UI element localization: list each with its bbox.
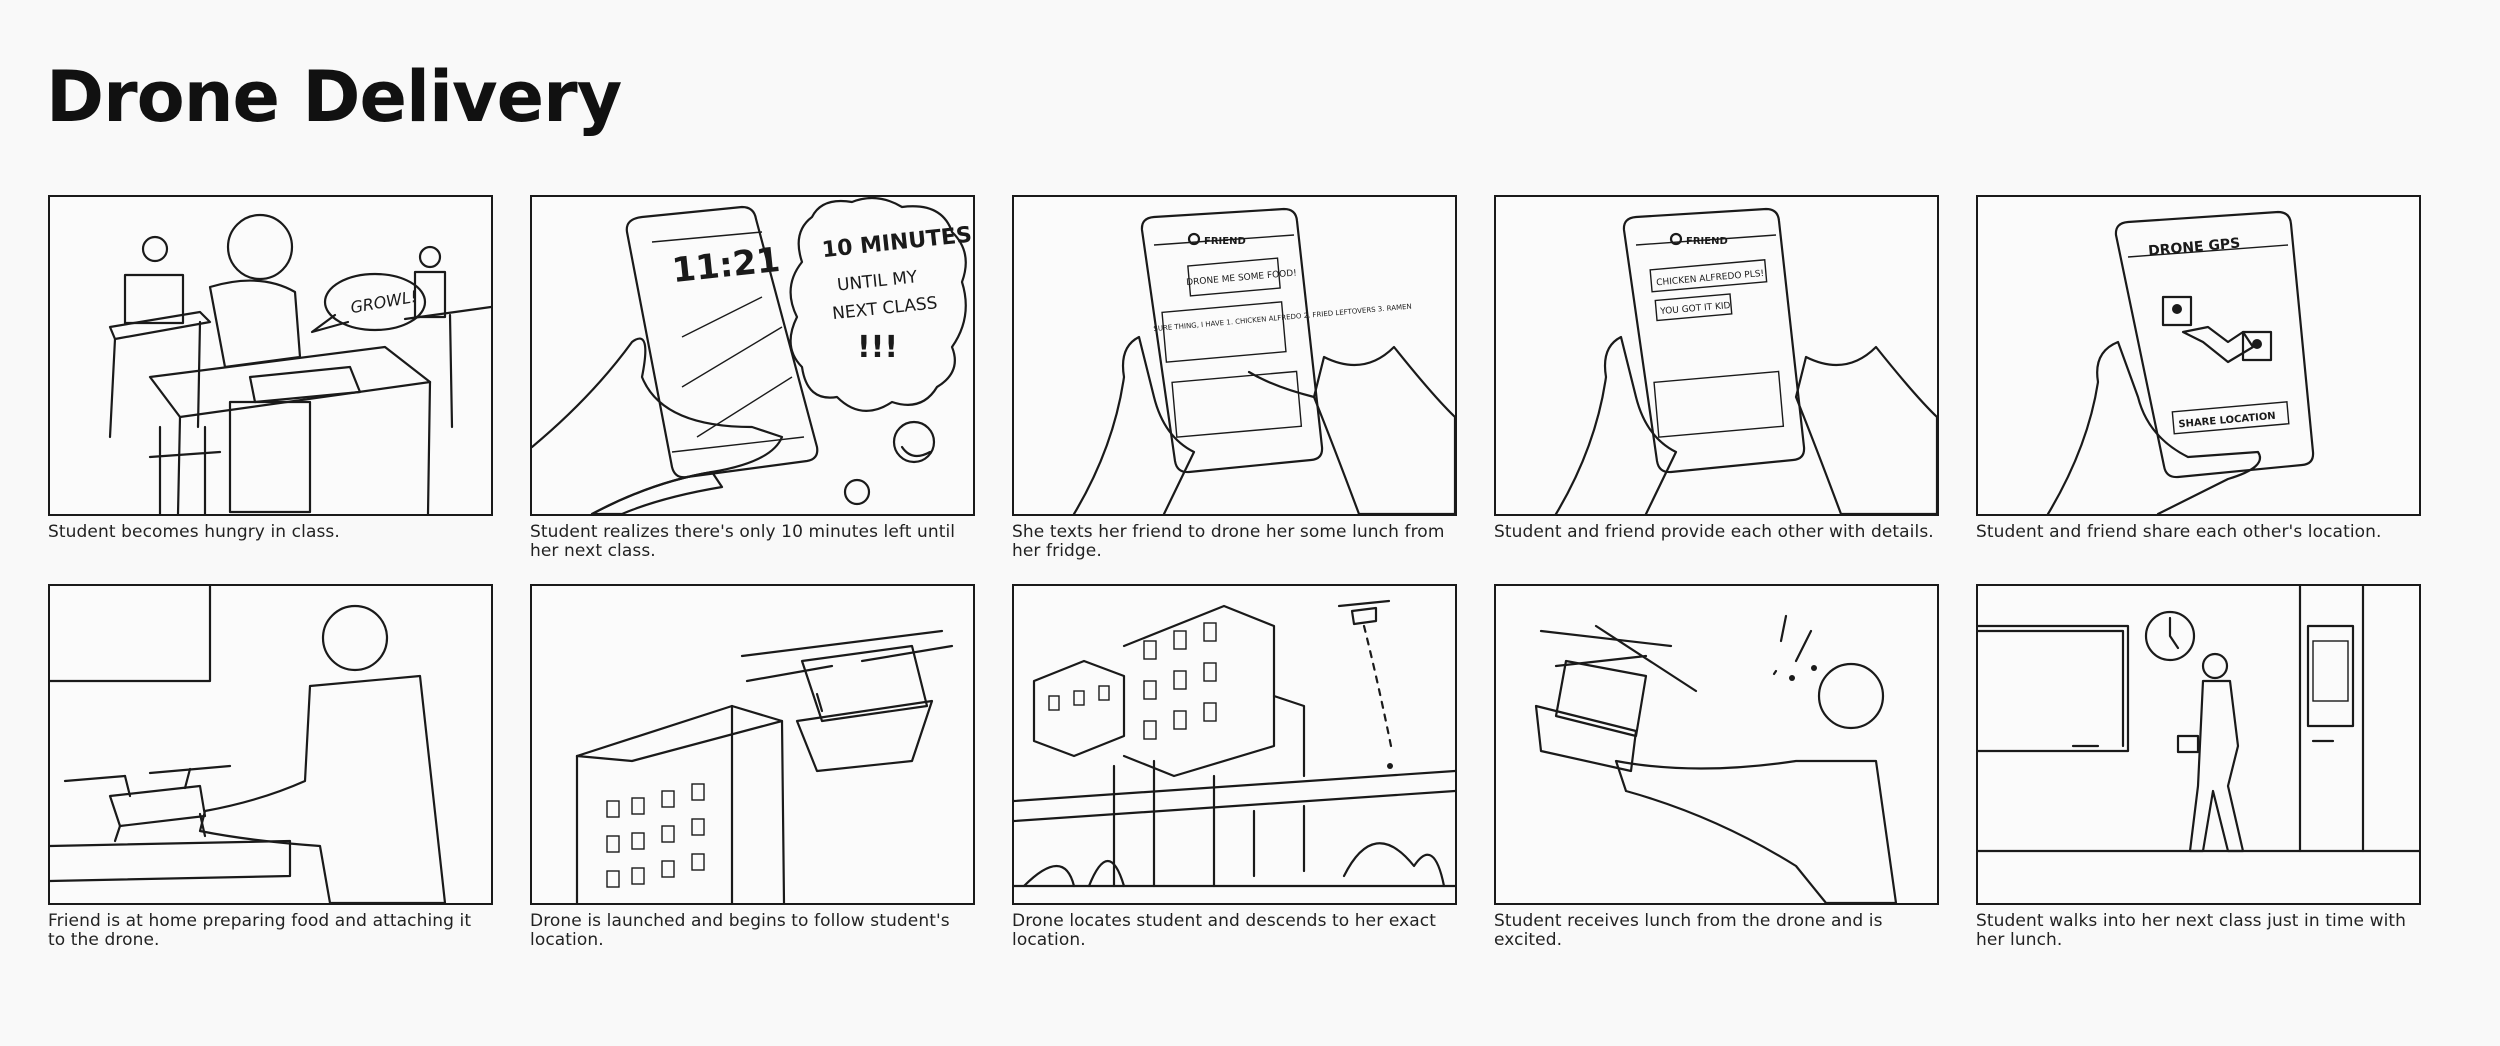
drone-icon [63,764,232,843]
panel-3-illustration: FRIEND DRONE ME SOME FOOD! SURE THING, I… [1012,195,1457,516]
panel-10-illustration [1976,584,2421,905]
panel-3-caption: She texts her friend to drone her some l… [1012,522,1445,561]
panel-4-caption: Student and friend provide each other wi… [1494,522,1934,542]
location-pin-icon [2241,330,2273,362]
clock-icon [2144,610,2196,662]
gps-app-title: DRONE GPS [2148,235,2241,259]
chat-message-1: CHICKEN ALFREDO PLS! [1656,269,1765,288]
panel-8-illustration [1012,584,1457,905]
growl-bubble-text: GROWL! [349,287,419,317]
drone-launch-sketch [575,629,954,903]
panel-5-caption: Student and friend share each other's lo… [1976,522,2382,542]
storyboard-grid: GROWL! Student becomes hungry in class. … [48,195,2421,973]
friend-preparing-sketch [50,586,447,903]
thought-line-1: 10 MINUTES [821,223,973,264]
texting-details-sketch: FRIEND CHICKEN ALFREDO PLS! YOU GOT IT K… [1554,207,1937,514]
panel-6-caption: Friend is at home preparing food and att… [48,911,472,950]
panel-1-illustration: GROWL! [48,195,493,516]
drone-locates-student-sketch [1014,599,1455,888]
storyboard-panel-2: 11:21 10 MINUTES UNTIL MY NEXT CLASS !!!… [530,195,975,584]
storyboard-panel-1: GROWL! Student becomes hungry in class. [48,195,493,584]
student-walks-to-class-sketch [1978,586,2419,853]
thought-line-4: !!! [857,330,898,365]
panel-4-illustration: FRIEND CHICKEN ALFREDO PLS! YOU GOT IT K… [1494,195,1939,516]
lock-screen-time: 11:21 [670,240,782,291]
storyboard-panel-5: DRONE GPS SHARE LOCATION Student and fri… [1976,195,2421,584]
panel-1-caption: Student becomes hungry in class. [48,522,340,542]
drone-icon [1337,599,1391,626]
panel-2-caption: Student realizes there's only 10 minutes… [530,522,956,561]
share-location-button: SHARE LOCATION [2178,411,2276,430]
storyboard-panel-6: Friend is at home preparing food and att… [48,584,493,973]
panel-6-illustration [48,584,493,905]
storyboard-panel-3: FRIEND DRONE ME SOME FOOD! SURE THING, I… [1012,195,1457,584]
panel-7-illustration [530,584,975,905]
storyboard-panel-10: Student walks into her next class just i… [1976,584,2421,973]
phone-clock-sketch: 11:21 10 MINUTES UNTIL MY NEXT CLASS !!! [532,197,973,514]
chat-contact-name: FRIEND [1204,236,1246,247]
drone-icon [1534,624,1698,773]
drone-icon [740,629,954,773]
panel-8-caption: Drone locates student and descends to he… [1012,911,1436,950]
chat-contact-name: FRIEND [1686,236,1728,247]
hungry-student-sketch: GROWL! [108,213,491,514]
thought-line-2: UNTIL MY [836,267,919,295]
panel-2-illustration: 11:21 10 MINUTES UNTIL MY NEXT CLASS !!! [530,195,975,516]
storyboard-panel-7: Drone is launched and begins to follow s… [530,584,975,973]
panel-7-caption: Drone is launched and begins to follow s… [530,911,950,950]
share-location-sketch: DRONE GPS SHARE LOCATION [2046,210,2315,514]
panel-9-illustration [1494,584,1939,905]
panel-5-illustration: DRONE GPS SHARE LOCATION [1976,195,2421,516]
panel-10-caption: Student walks into her next class just i… [1976,911,2407,950]
student-receives-lunch-sketch [1534,614,1898,903]
storyboard-panel-8: Drone locates student and descends to he… [1012,584,1457,973]
location-pin-icon [2161,295,2193,327]
texting-sketch: FRIEND DRONE ME SOME FOOD! SURE THING, I… [1072,207,1455,514]
storyboard-panel-4: FRIEND CHICKEN ALFREDO PLS! YOU GOT IT K… [1494,195,1939,584]
thought-line-3: NEXT CLASS [831,293,938,324]
storyboard-panel-9: Student receives lunch from the drone an… [1494,584,1939,973]
storyboard-title: Drone Delivery [46,56,622,138]
panel-9-caption: Student receives lunch from the drone an… [1494,911,1883,950]
